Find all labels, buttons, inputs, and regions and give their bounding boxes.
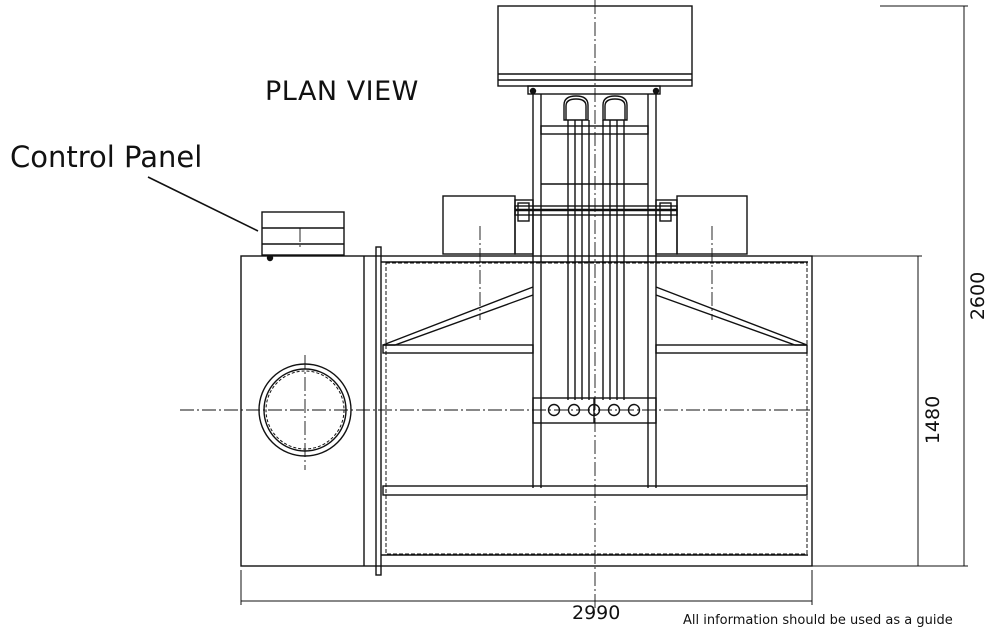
dimension-overall-width: 2990: [572, 602, 621, 624]
duct-column: [532, 94, 657, 488]
drawing-title: PLAN VIEW: [265, 76, 419, 107]
control-panel-box: [261, 211, 345, 262]
centerlines: [180, 0, 812, 610]
dimension-lines: [240, 5, 968, 605]
control-panel-label: Control Panel: [10, 140, 203, 174]
main-body: [240, 246, 813, 576]
dimension-overall-depth: 2600: [967, 271, 989, 321]
control-panel-leader: [147, 176, 259, 232]
guide-footnote: All information should be used as a guid…: [683, 613, 953, 628]
dimension-body-depth: 1480: [922, 395, 944, 445]
filter-plate: [532, 397, 657, 424]
